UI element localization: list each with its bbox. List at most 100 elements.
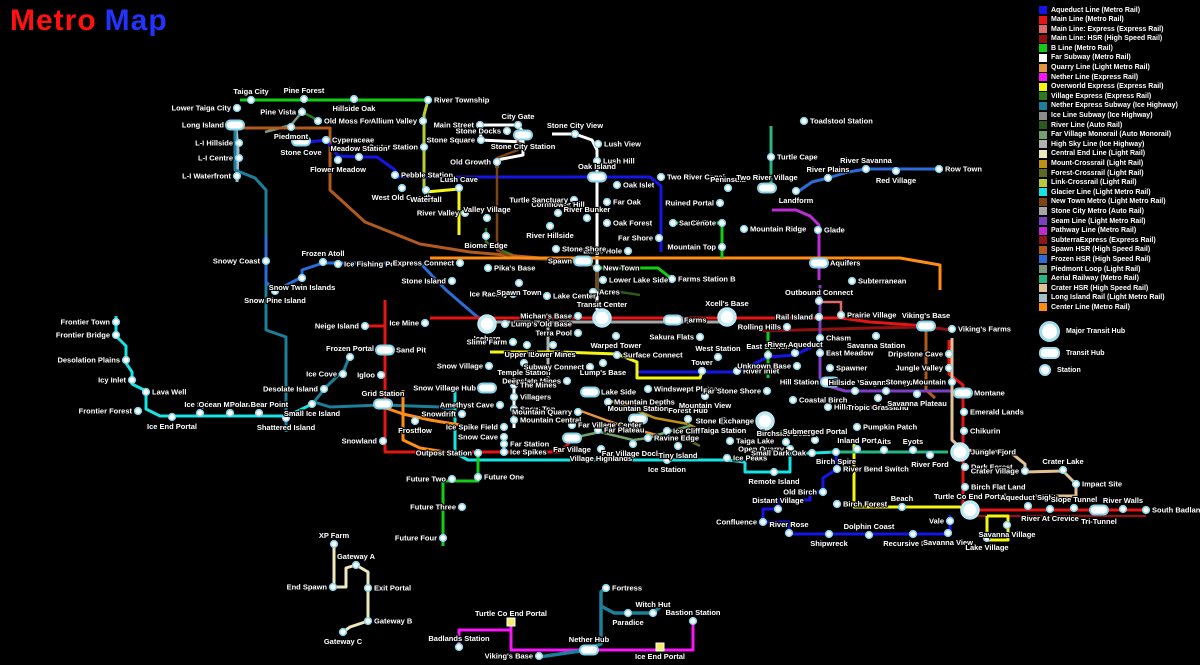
station-label: Ice Spike Field: [446, 423, 499, 432]
station-marker: [655, 642, 665, 652]
station-marker: [593, 139, 603, 149]
station-label: Stone Island: [401, 277, 446, 286]
station-marker: [499, 422, 509, 432]
station-marker: [879, 445, 889, 455]
station-label: Cyperaceae: [332, 136, 374, 145]
station-marker: [111, 330, 121, 340]
station-label: Snow Cave: [458, 433, 498, 442]
station-marker: [815, 348, 825, 358]
station-marker: [601, 583, 611, 593]
station-marker: [313, 116, 323, 126]
station-marker: [569, 195, 579, 205]
legend-label: Frozen HSR (High Speed Rail): [1051, 255, 1151, 263]
station-label: Michan's Base: [520, 312, 572, 321]
legend-swatch: [1039, 149, 1047, 158]
station-marker: [373, 398, 393, 410]
station-marker: [585, 362, 595, 372]
station-marker: [573, 407, 583, 417]
station-marker: [363, 583, 373, 593]
station-label: Two River Village: [736, 173, 797, 182]
station-marker: [960, 500, 980, 520]
station-marker: [338, 369, 348, 379]
station-marker: [483, 263, 493, 273]
station-marker: [519, 358, 529, 368]
station-marker: [460, 208, 470, 218]
station-marker: [739, 224, 749, 234]
station-label: Transit Center: [577, 300, 628, 309]
station-marker: [766, 152, 776, 162]
legend-item: Central End Line (Light Rail): [1039, 149, 1197, 158]
station-label: Stone Square: [427, 136, 475, 145]
station-marker: [567, 420, 577, 430]
station-label: Stone Shore: [562, 245, 606, 254]
station-label: Far Village Docks: [602, 449, 664, 458]
station-label: Acres: [599, 288, 620, 297]
station-marker: [551, 244, 561, 254]
station-label: Neige Island: [315, 322, 360, 331]
station-label: Piedmont: [274, 132, 309, 141]
station-marker: [454, 642, 464, 652]
legend-label: SubterraExpress (Express Rail): [1051, 236, 1156, 244]
station-marker: [697, 366, 707, 376]
station-marker: [593, 425, 603, 435]
station-label: Slime Farm: [467, 338, 508, 347]
station-label: Savanna Steps: [859, 378, 912, 387]
station-label: End Spawn: [287, 583, 328, 592]
station-label: Mountain Depths: [614, 398, 675, 407]
legend-swatch: [1039, 207, 1047, 216]
station-label: Dolphin Coast: [844, 522, 895, 531]
station-label: Ice Station: [648, 465, 686, 474]
station-marker: [225, 408, 235, 418]
station-marker: [656, 172, 666, 182]
station-marker: [390, 170, 400, 180]
station-marker: [717, 307, 737, 327]
station-label: Ice Racing: [469, 290, 507, 299]
legend-label: Crater HSR (High Speed Rail): [1051, 284, 1149, 292]
station-label: Lump's Base: [580, 368, 626, 377]
station-label: Savanna View: [923, 538, 973, 547]
station-marker: [232, 171, 242, 181]
station-label: Shipwreck: [810, 539, 848, 548]
station-label: River Valley: [417, 209, 460, 218]
station-marker: [1089, 504, 1109, 516]
station-label: Amethyst Cave: [440, 401, 494, 410]
station-marker: [1141, 505, 1151, 515]
legend-item: Frozen HSR (High Speed Rail): [1039, 255, 1197, 264]
station-marker: [509, 415, 519, 425]
station-label: Taiga Station: [700, 426, 747, 435]
station-marker: [891, 166, 901, 176]
station-label: East Station: [746, 342, 790, 351]
station-label: Distant Village: [752, 496, 804, 505]
legend-label: Center Line (Metro Rail): [1051, 303, 1130, 311]
legend-swatch: [1039, 226, 1047, 235]
station-label: Future One: [484, 473, 524, 482]
rail-line-nether-exp-fortress: [538, 586, 608, 659]
legend-swatch: [1039, 140, 1047, 149]
station-marker: [354, 152, 364, 162]
station-label: Glade: [824, 226, 845, 235]
station-label: Turtle Co End Portal: [475, 609, 547, 618]
legend-item: Glacier Line (Light Metro Rail): [1039, 188, 1197, 197]
station-label: Slope Tunnel: [1051, 495, 1098, 504]
station-marker: [598, 358, 608, 368]
legend-label: Seam Line (Light Metro Rail): [1051, 217, 1146, 225]
station-marker: [319, 384, 329, 394]
station-label: Lower Lake Side: [609, 276, 668, 285]
station-marker: [873, 393, 883, 403]
station-label: The Mines: [520, 381, 557, 390]
legend-item: Main Line: Express (Express Rail): [1039, 25, 1197, 34]
station-label: Lava Well: [152, 388, 186, 397]
station-marker: [947, 324, 957, 334]
station-marker: [809, 257, 829, 269]
station-marker: [270, 286, 280, 296]
station-glyph-icon: [1039, 364, 1051, 377]
legend-swatch: [1039, 178, 1047, 187]
station-label: Hillside Province: [834, 403, 894, 412]
station-marker: [562, 376, 572, 386]
station-marker: [643, 433, 653, 443]
station-label: Hill Station: [780, 378, 820, 387]
station-label: Pumpkin Patch: [863, 423, 918, 432]
station-label: Frontier Bridge: [56, 331, 110, 340]
